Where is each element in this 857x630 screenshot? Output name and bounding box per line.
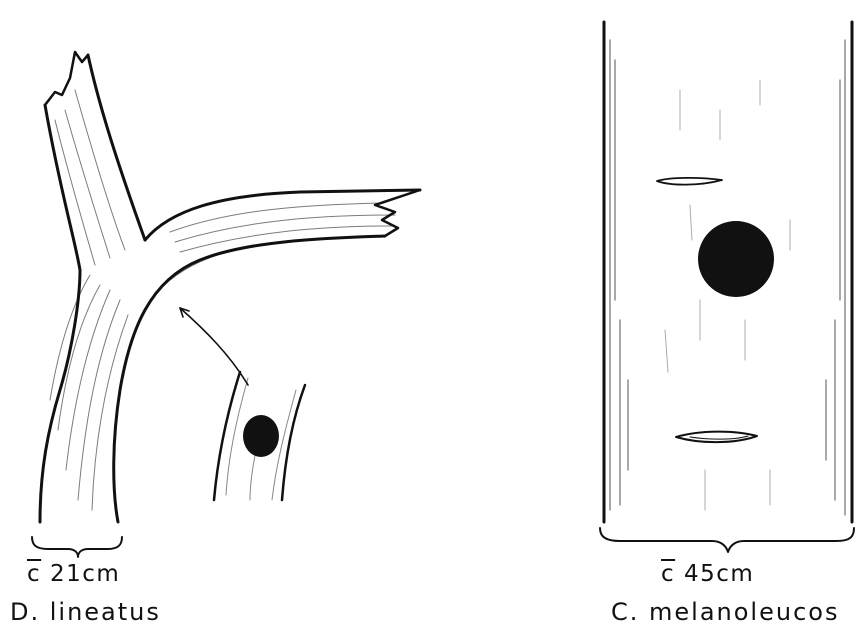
species-label-right: C. melanoleucos bbox=[611, 598, 839, 626]
cavity-entrance-hole bbox=[243, 415, 279, 457]
y-branch-drawing bbox=[40, 52, 420, 522]
width-brace-right bbox=[600, 528, 854, 552]
mean-symbol-right: c bbox=[661, 561, 675, 587]
width-value-left: 21cm bbox=[50, 561, 120, 587]
width-label-right: c 45cm bbox=[661, 561, 754, 587]
width-brace-left bbox=[32, 537, 122, 557]
mean-symbol-left: c bbox=[27, 561, 41, 587]
cavity-entrance-hole-large bbox=[698, 221, 774, 297]
width-label-left: c 21cm bbox=[27, 561, 120, 587]
width-value-right: 45cm bbox=[684, 561, 754, 587]
species-label-left: D. lineatus bbox=[10, 598, 161, 626]
